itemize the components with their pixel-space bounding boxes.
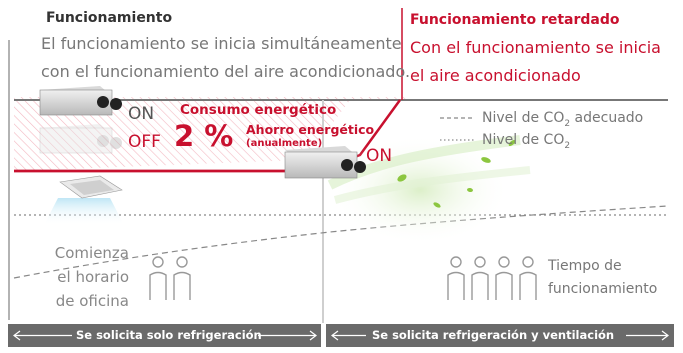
legend-co2-adequate: Nivel de CO2 adecuado — [482, 110, 644, 129]
ceiling-cassette-icon — [59, 175, 123, 199]
consumption-title: Consumo energético — [180, 102, 337, 118]
operation-time-line2: funcionamiento — [548, 281, 658, 297]
phase-bar-cooling-ventilation: Se solicita refrigeración y ventilación — [326, 324, 674, 347]
on-label-left: ON — [128, 104, 155, 124]
ventilation-unit-icon — [39, 86, 122, 116]
operation-time-line1: Tiempo de — [548, 258, 622, 274]
energy-saving-area — [14, 97, 410, 171]
person-icon — [149, 256, 191, 300]
phase-label-cooling-only: Se solicita solo refrigeración — [76, 328, 262, 342]
double-arrow-icon — [13, 330, 317, 341]
phase-bar-cooling-only: Se solicita solo refrigeración — [8, 324, 321, 347]
person-group-icon — [447, 256, 537, 300]
office-hours-line3: de oficina — [55, 292, 129, 310]
leaf-icon — [397, 140, 516, 208]
left-desc-line1: El funcionamiento se inicia simultáneame… — [41, 34, 402, 53]
co2-adequate-curve — [13, 205, 669, 279]
off-label: OFF — [128, 132, 161, 152]
ventilation-unit-off-icon — [39, 124, 122, 154]
left-heading: Funcionamiento — [46, 10, 173, 26]
right-desc-line1: Con el funcionamiento se inicia — [410, 38, 661, 57]
left-desc-line2: con el funcionamiento del aire acondicio… — [41, 62, 411, 81]
saving-label: Ahorro energético — [246, 122, 375, 137]
right-desc-line2: el aire acondicionado — [410, 66, 581, 85]
airflow-icon — [44, 198, 124, 225]
saving-period: (anualmente) — [246, 138, 323, 149]
on-label-right: ON — [366, 146, 393, 166]
phase-label-cooling-ventilation: Se solicita refrigeración y ventilación — [372, 328, 615, 342]
office-hours-line2: el horario — [57, 268, 129, 286]
saving-percent: 2 % — [174, 119, 234, 153]
office-hours-line1: Comienza — [54, 244, 129, 262]
right-heading: Funcionamiento retardado — [410, 12, 620, 28]
double-arrow-icon — [331, 330, 669, 341]
ventilation-unit-right-icon — [284, 146, 366, 179]
legend-co2-level: Nivel de CO2 — [482, 132, 571, 151]
